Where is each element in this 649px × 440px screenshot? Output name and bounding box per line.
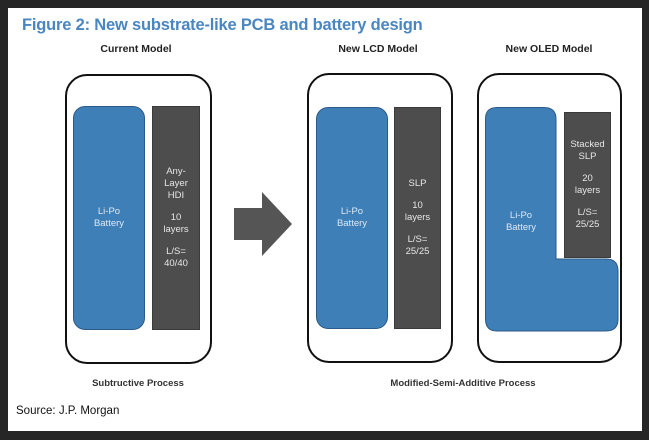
pcb-layers: 10 <box>170 212 182 223</box>
pcb-type: Stacked <box>570 139 605 150</box>
model-label-oled: New OLED Model <box>505 43 593 55</box>
battery-label-line1: Li-Po <box>340 206 364 217</box>
process-label-current: Subtructive Process <box>92 378 184 389</box>
pcb-type: SLP <box>578 151 597 162</box>
pcb-type: Any- <box>166 166 186 177</box>
source-note: Source: J.P. Morgan <box>16 405 120 417</box>
pcb-type: SLP <box>408 178 427 189</box>
right-arrow-icon <box>234 192 292 256</box>
pcb-line-space: 25/25 <box>575 219 600 230</box>
pcb-layers: layers <box>404 212 431 223</box>
pcb-layers: 10 <box>412 200 423 211</box>
battery-oled-l-shape <box>485 107 619 332</box>
pcb-layers: 20 <box>582 173 593 184</box>
pcb-line-space: 40/40 <box>164 258 188 269</box>
pcb-line-space: L/S= <box>166 246 186 257</box>
pcb-layers: layers <box>163 224 189 235</box>
figure-title: Figure 2: New substrate-like PCB and bat… <box>22 16 423 34</box>
battery-label-line2: Battery <box>93 218 125 229</box>
model-label-lcd: New LCD Model <box>338 43 418 55</box>
battery-oled-label: Li-Po Battery <box>485 210 557 234</box>
battery-label-line1: Li-Po <box>97 206 121 217</box>
battery-label-line2: Battery <box>505 222 537 233</box>
battery-label-line2: Battery <box>336 218 368 229</box>
pcb-type: HDI <box>167 190 185 201</box>
pcb-layers: layers <box>574 185 601 196</box>
figure-page: Figure 2: New substrate-like PCB and bat… <box>8 8 642 431</box>
pcb-type: Layer <box>164 178 188 189</box>
pcb-line-space: 25/25 <box>405 246 430 257</box>
model-label-current: Current Model <box>100 43 172 55</box>
battery-label-line1: Li-Po <box>509 210 533 221</box>
process-label-new: Modified-Semi-Additive Process <box>390 378 536 389</box>
pcb-line-space: L/S= <box>407 234 428 245</box>
pcb-line-space: L/S= <box>577 207 598 218</box>
